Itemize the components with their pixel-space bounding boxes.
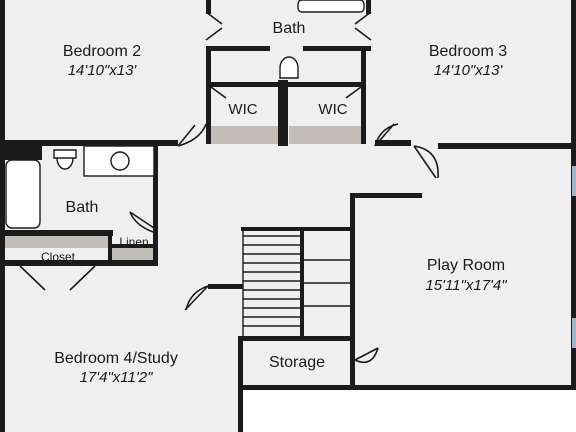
door-storage	[354, 347, 379, 364]
wic-left-name: WIC	[228, 101, 257, 118]
wall-bedroom4-top-right	[208, 284, 243, 289]
sink-left-icon	[110, 151, 130, 171]
door-bath-top-left	[205, 11, 223, 41]
door-closet-left	[19, 265, 46, 291]
closet-floors	[4, 126, 361, 260]
wall-bath-top-bottom-right	[303, 46, 371, 51]
bath-top-name: Bath	[273, 20, 306, 37]
wic-right-name: WIC	[318, 101, 347, 118]
floor-playroom-area	[355, 146, 576, 388]
wall-stair-top	[241, 227, 350, 231]
bedroom3-name: Bedroom 3	[429, 43, 507, 60]
door-bedroom4	[184, 285, 209, 311]
play-room-name: Play Room	[427, 257, 505, 274]
wall-storage-right-v	[350, 196, 355, 388]
bathtub-top	[297, 0, 365, 13]
wall-linen-right-v	[153, 232, 158, 266]
wall-wic-divider-v	[278, 80, 288, 146]
door-bedroom3	[374, 123, 399, 147]
wall-wic-top-left	[206, 82, 278, 87]
floor-hall-area	[150, 140, 360, 390]
doors	[19, 11, 439, 364]
wall-wic-left-v	[206, 46, 211, 144]
wall-right-upper	[571, 0, 576, 146]
wall-storage-top	[350, 193, 422, 198]
wall-wic-top-right	[288, 82, 366, 87]
storage-name: Storage	[269, 354, 325, 371]
bedroom2-name: Bedroom 2	[63, 43, 141, 60]
wall-closet-top	[0, 230, 113, 236]
door-left-bath	[129, 211, 155, 233]
wall-left-bath-right-v	[153, 146, 158, 176]
bath-left-name: Bath	[66, 199, 99, 216]
wall-bath-top-left-v	[206, 0, 211, 14]
door-bedroom2	[177, 123, 207, 147]
door-bath-top-right	[354, 11, 372, 41]
wall-left-outer	[0, 0, 5, 432]
door-closet-right	[69, 265, 96, 291]
window-right-upper	[572, 166, 576, 196]
vanity-left	[83, 145, 155, 177]
door-wic-left	[210, 86, 227, 99]
wall-bedroom4-right-v	[238, 340, 243, 432]
wall-bath-top-bottom-left	[206, 46, 270, 51]
wall-bath-top-right-v	[366, 0, 371, 14]
wall-right-outer	[571, 146, 576, 388]
closet-floor	[4, 236, 108, 248]
linen-name: Linen	[119, 235, 148, 249]
stairs	[242, 231, 350, 336]
linen-floor	[112, 248, 154, 260]
wall-linen-top	[110, 244, 158, 248]
toilet-top-icon	[279, 56, 299, 79]
wall-wic-right-v	[361, 46, 366, 144]
bedroom4-dims: 17'4"x11'2"	[80, 369, 153, 386]
wall-stair-bottom	[238, 336, 355, 341]
bedroom3-dims: 14'10"x13'	[434, 62, 504, 79]
door-playroom	[413, 145, 439, 179]
wall-upper-horizontal-right	[375, 140, 411, 146]
room-labels: Bedroom 2 14'10"x13' Bedroom 3 14'10"x13…	[41, 20, 507, 386]
window-right-lower	[572, 318, 576, 348]
wic-left-floor	[208, 126, 278, 144]
play-room-dims: 15'11"x17'4"	[425, 277, 507, 294]
wall-linen-left-v	[108, 232, 112, 266]
wall-hall-left-v	[153, 176, 158, 236]
wic-right-floor	[289, 126, 361, 144]
windows	[572, 166, 576, 348]
wall-left-bath-top-dark	[0, 146, 42, 160]
bedroom2-dims: 14'10"x13'	[68, 62, 138, 79]
wall-stair-mid-v	[300, 227, 304, 336]
bath-fixtures	[5, 0, 365, 229]
wall-upper-horizontal-left	[0, 140, 178, 146]
bedroom4-name: Bedroom 4/Study	[54, 350, 178, 367]
bathtub-left	[5, 159, 41, 229]
wall-bottom-playroom	[243, 385, 576, 390]
door-wic-right	[345, 86, 362, 99]
wall-upper-horizontal-far-right	[438, 143, 576, 149]
wall-closet-bottom	[0, 260, 158, 266]
closet-name: Closet	[41, 250, 76, 264]
toilet-left-icon	[53, 149, 77, 170]
